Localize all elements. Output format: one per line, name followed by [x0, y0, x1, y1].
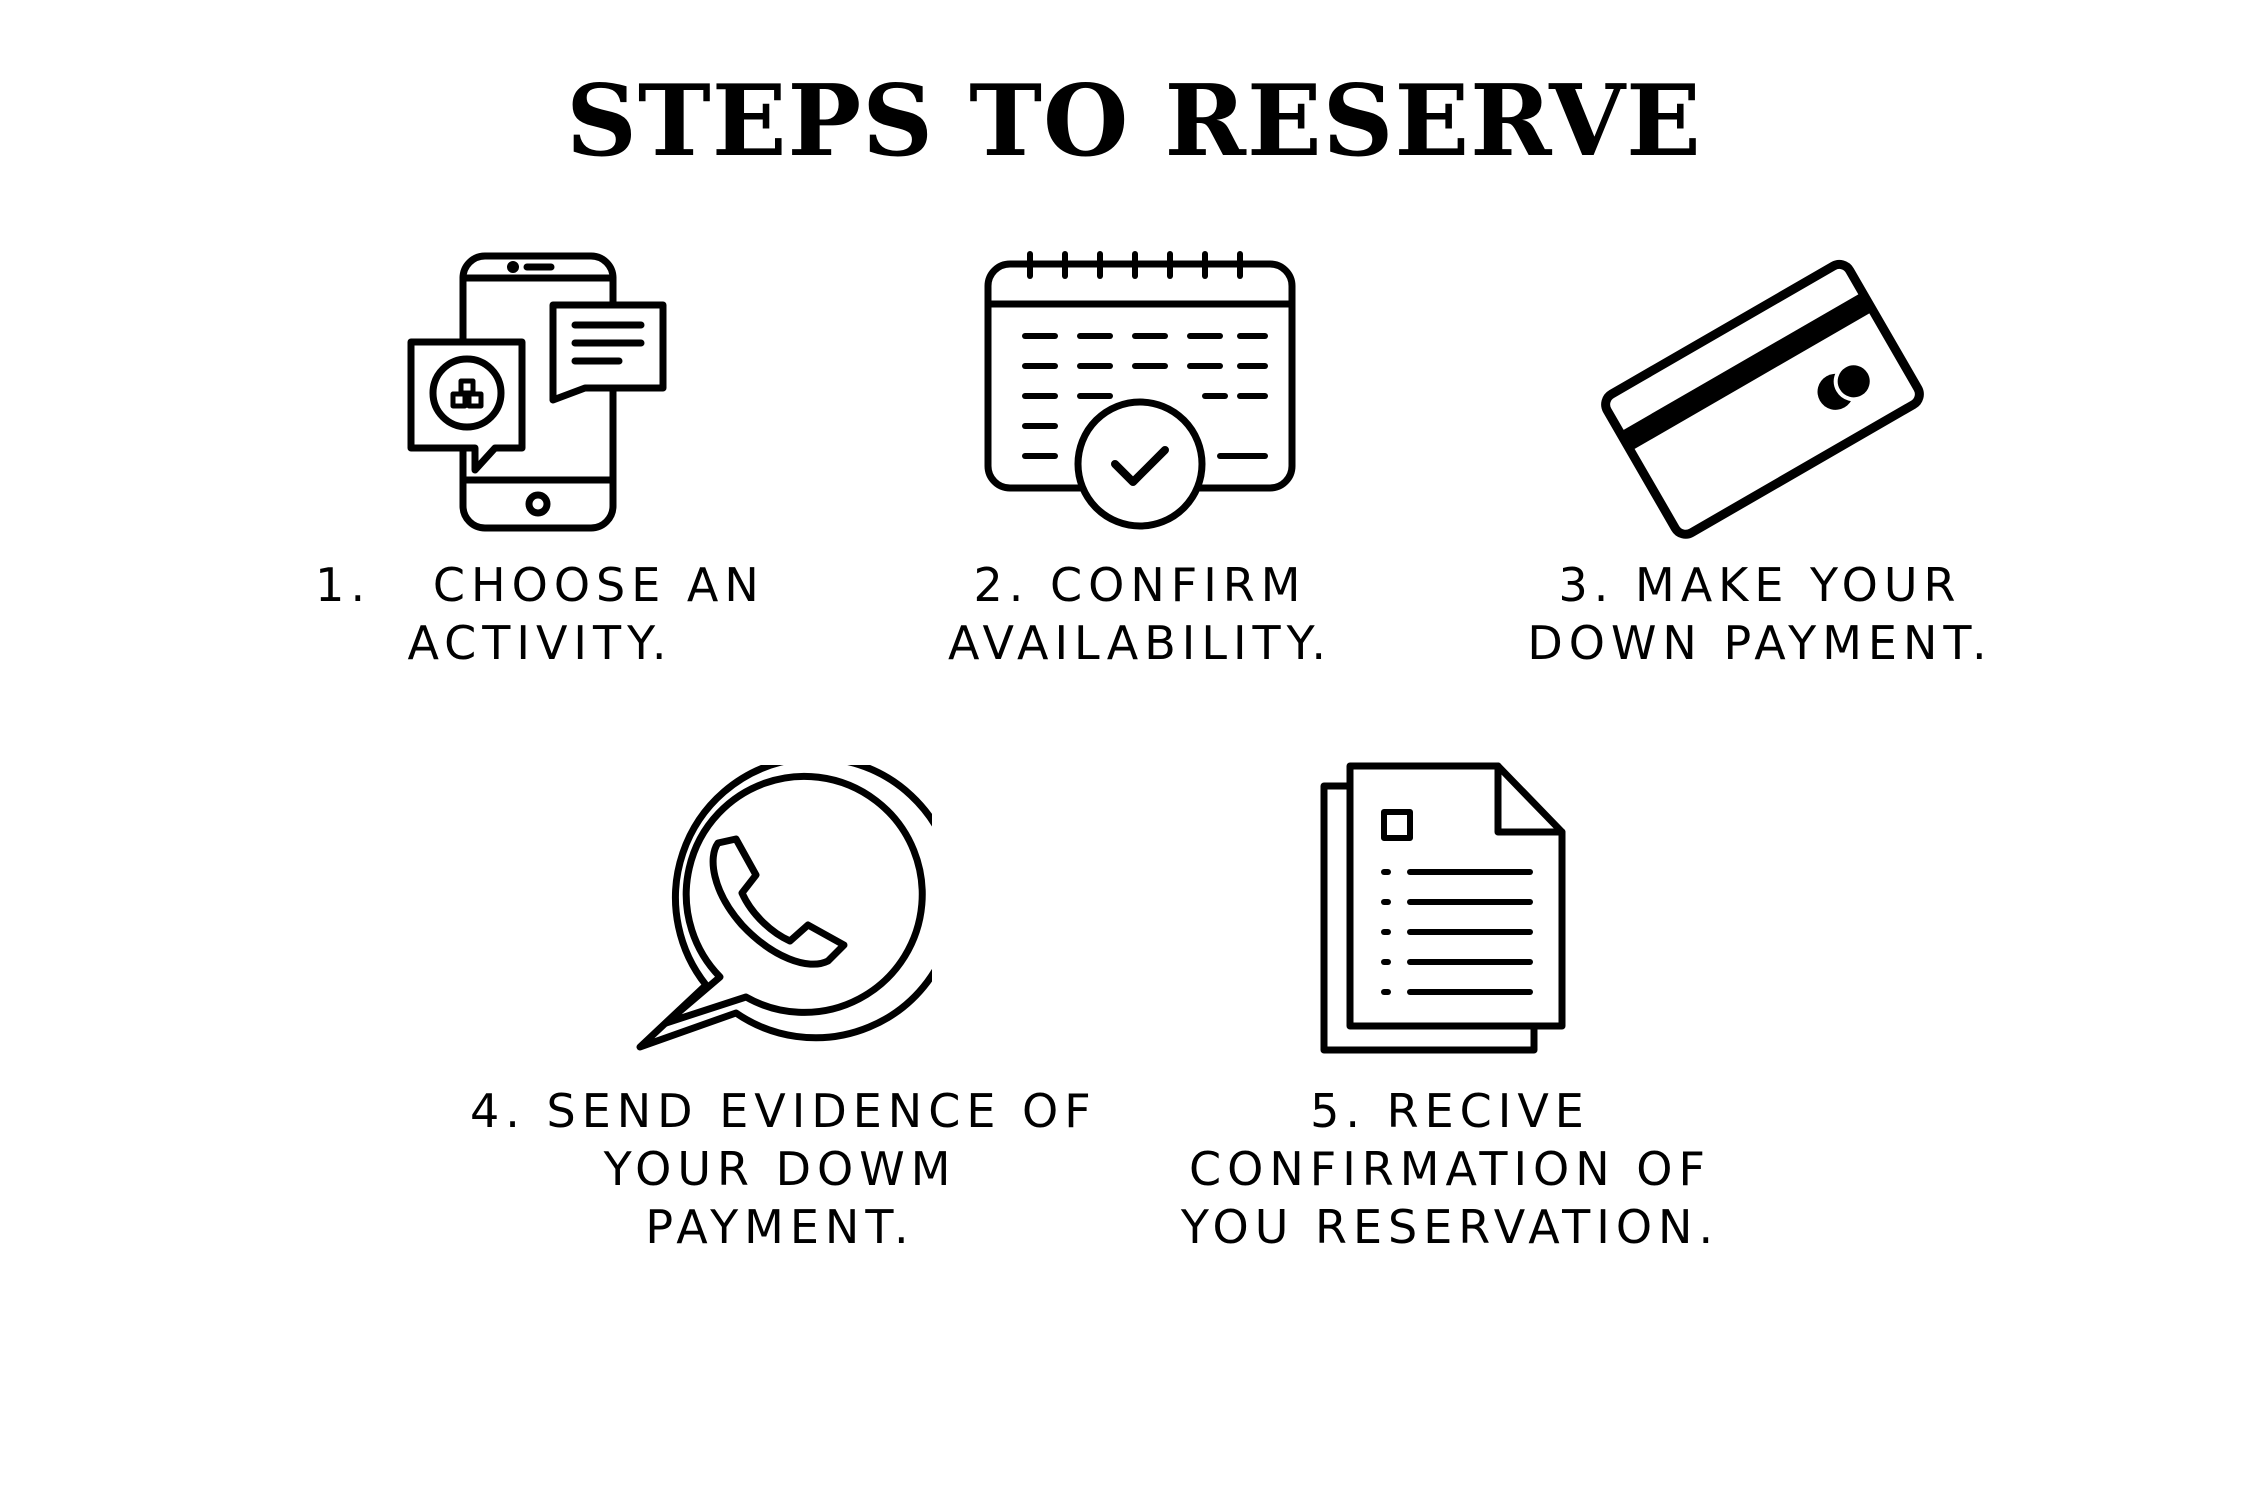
- step-5-line-2: CONFIRMATION OF: [1189, 1142, 1711, 1196]
- page-title: STEPS TO RESERVE: [566, 64, 1702, 179]
- step-2-caption: 2. CONFIRM AVAILABILITY.: [890, 556, 1390, 672]
- step-2-line-1: 2. CONFIRM: [973, 558, 1307, 612]
- step-4-line-2: YOUR DOWM: [603, 1142, 957, 1196]
- step-2-line-2: AVAILABILITY.: [947, 616, 1333, 670]
- step-4-line-3: PAYMENT.: [645, 1200, 915, 1254]
- step-1-line-1: 1. CHOOSE AN: [315, 558, 765, 612]
- step-3-line-2: DOWN PAYMENT.: [1527, 616, 1993, 670]
- credit-card-icon: [1590, 245, 1930, 545]
- step-1-line-2: ACTIVITY.: [407, 616, 673, 670]
- document-stack-icon: [1318, 760, 1578, 1060]
- step-5-line-3: YOU RESERVATION.: [1180, 1200, 1720, 1254]
- step-1-caption: 1. CHOOSE AN ACTIVITY.: [290, 556, 790, 672]
- step-3-line-1: 3. MAKE YOUR: [1558, 558, 1962, 612]
- calendar-check-icon: [980, 248, 1300, 533]
- step-4-line-1: 4. SEND EVIDENCE OF: [470, 1084, 1097, 1138]
- step-5-line-1: 5. RECIVE: [1310, 1084, 1590, 1138]
- smartphone-chat-icon: [405, 250, 670, 535]
- step-5-caption: 5. RECIVE CONFIRMATION OF YOU RESERVATIO…: [1150, 1082, 1750, 1256]
- step-4-caption: 4. SEND EVIDENCE OF YOUR DOWM PAYMENT.: [470, 1082, 1097, 1256]
- whatsapp-phone-icon: [632, 765, 932, 1065]
- step-3-caption: 3. MAKE YOUR DOWN PAYMENT.: [1500, 556, 2020, 672]
